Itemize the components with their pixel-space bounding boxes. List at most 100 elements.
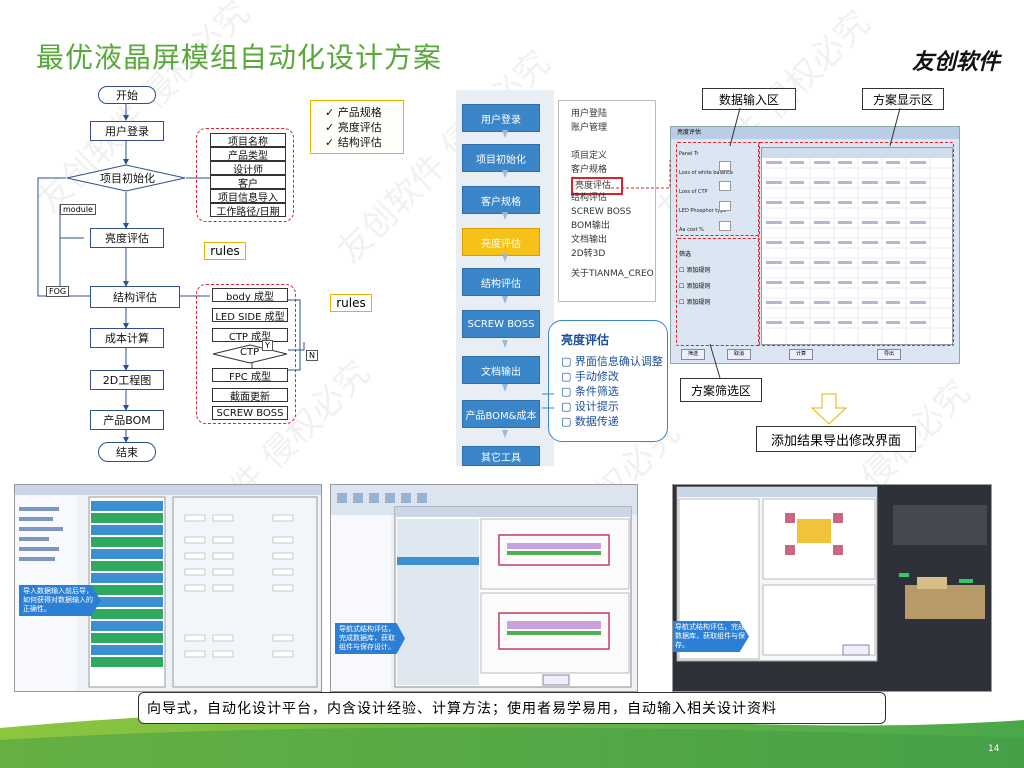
menu-item[interactable]: 账户管理 (571, 123, 608, 133)
filter-label: 筛选 (679, 251, 692, 258)
screenshot-data-input-illustration (15, 485, 321, 691)
annotation-arrows (606, 107, 901, 425)
rules-tag: rules (330, 294, 372, 312)
dialog-filter-labels: 筛选 ☐ 添加规则 ☐ 添加规则 ☐ 添加规则 (679, 247, 749, 311)
brightness-panel-title: 亮度评估 (561, 333, 610, 347)
data-input-label: 数据输入区 (702, 88, 796, 110)
nav-arrows (502, 130, 508, 438)
menu-item[interactable]: 项目定义 (571, 151, 608, 161)
filter-button[interactable]: 筛选 (681, 349, 705, 360)
init-item: 工作路径/日期 (210, 203, 286, 218)
nav-init-button[interactable]: 项目初始化 (462, 144, 540, 172)
screenshot-structure: 导航式结构评估，完成数据库，获取组件与保存设计。 (330, 484, 638, 692)
flow-brightness: 亮度评估 (90, 228, 164, 248)
annotation-arrow: 导航式结构评估，完成数据库，获取组件与保存设计。 (335, 623, 405, 654)
panel-connector (542, 393, 554, 409)
data-input-region (676, 142, 760, 236)
no-label: N (306, 350, 318, 361)
input-label: Aa cost % (679, 227, 704, 233)
init-item: 项目名称 (210, 133, 286, 148)
flow-login: 用户登录 (90, 121, 164, 141)
calculate-button[interactable]: 计算 (789, 349, 813, 360)
scheme-filter-region (676, 238, 760, 346)
nav-brightness-button[interactable]: 亮度评估 (462, 228, 540, 256)
brightness-item: ▢ 界面信息确认调整 (561, 355, 663, 368)
flow-structure: 结构评估 (90, 286, 180, 308)
yes-label: Y (262, 340, 273, 351)
page-number: 14 (988, 744, 1000, 754)
scheme-filter-label: 方案筛选区 (680, 378, 762, 402)
input-label: Panel Tr (679, 151, 699, 157)
flow-2d-drawing: 2D工程图 (90, 370, 164, 390)
checklist-item: ✓ 亮度评估 (325, 121, 382, 134)
nav-bom-cost-button[interactable]: 产品BOM&成本 (462, 400, 540, 428)
scheme-display-label: 方案显示区 (862, 88, 944, 110)
filter-rule[interactable]: ☐ 添加规则 (679, 299, 711, 306)
annotation-arrow: 导入数据输入前后导，如何获得对数据输入的正确性。 (19, 585, 101, 616)
menu-item[interactable]: SCREW BOSS (571, 207, 632, 217)
slide-title: 最优液晶屏模组自动化设计方案 (36, 41, 443, 74)
structure-item: FPC 成型 (212, 368, 288, 383)
filter-rule[interactable]: ☐ 添加规则 (679, 267, 711, 274)
nav-login-button[interactable]: 用户登录 (462, 104, 540, 132)
dialog-input-labels: Panel Tr Loss of white balance Loss of C… (679, 145, 749, 335)
cancel-button[interactable]: 取消 (727, 349, 751, 360)
export-result-label: 添加结果导出修改界面 (756, 426, 916, 452)
dialog-titlebar: 亮度评估 (671, 127, 959, 139)
dialog-input[interactable] (719, 221, 731, 231)
input-label: LED Phosphor type (679, 208, 727, 214)
nav-screw-boss-button[interactable]: SCREW BOSS (462, 310, 540, 338)
menu-item[interactable]: 2D转3D (571, 249, 606, 259)
brightness-item: ▢ 手动修改 (561, 370, 619, 383)
brightness-item: ▢ 设计提示 (561, 400, 619, 413)
menu-item[interactable]: 文档输出 (571, 235, 608, 245)
menu-item[interactable]: 客户规格 (571, 165, 608, 175)
rules-tag: rules (204, 242, 246, 260)
init-item: 项目信息导入 (210, 189, 286, 204)
export-button[interactable]: 导出 (877, 349, 901, 360)
result-table-grid (762, 148, 952, 344)
flow-start: 开始 (98, 86, 156, 104)
nav-doc-output-button[interactable]: 文档输出 (462, 356, 540, 384)
spec-checklist: ✓ 产品规格 ✓ 亮度评估 ✓ 结构评估 (310, 100, 404, 154)
nav-customer-spec-button[interactable]: 客户规格 (462, 186, 540, 214)
result-table (761, 147, 953, 345)
structure-item: CTP 成型 (212, 328, 288, 343)
init-item: 设计师 (210, 161, 286, 176)
filter-rule[interactable]: ☐ 添加规则 (679, 283, 711, 290)
checklist-item: ✓ 产品规格 (325, 106, 382, 119)
fog-tag: FOG (46, 286, 70, 297)
nav-other-tools-button[interactable]: 其它工具 (462, 446, 540, 466)
summary-caption: 向导式，自动化设计平台，内含设计经验、计算方法；使用者易学易用，自动输入相关设计… (138, 692, 886, 724)
scheme-display-region (758, 142, 954, 346)
structure-item: LED SIDE 成型 (212, 308, 288, 323)
flow-init-diamond (66, 164, 186, 192)
dialog-input[interactable] (719, 201, 731, 211)
checklist-item: ✓ 结构评估 (325, 136, 382, 149)
flow-bom: 产品BOM (90, 410, 164, 430)
screenshot-structure-illustration (331, 485, 637, 691)
nav-structure-button[interactable]: 结构评估 (462, 268, 540, 296)
flow-init: 项目初始化 (100, 172, 155, 185)
structure-item: body 成型 (212, 288, 288, 303)
menu-item[interactable]: 结构评估 (571, 193, 608, 203)
structure-item: 截面更新 (212, 388, 288, 403)
module-tag: module (60, 204, 96, 215)
ctp-decision: CTP (240, 347, 260, 358)
menu-item[interactable]: 用户登陆 (571, 109, 608, 119)
flow-end: 结束 (98, 442, 156, 462)
brightness-dialog: 亮度评估 Panel Tr Loss of white balance Loss… (670, 126, 960, 364)
flow-cost: 成本计算 (90, 328, 164, 348)
input-label: Loss of CTP (679, 189, 708, 195)
brightness-panel: 亮度评估 ▢ 界面信息确认调整 ▢ 手动修改 ▢ 条件筛选 ▢ 设计提示 ▢ 数… (548, 320, 668, 442)
app-nav: 用户登录 项目初始化 客户规格 亮度评估 结构评估 SCREW BOSS 文档输… (462, 92, 542, 466)
menu-item-brightness-selected[interactable]: 亮度评估 (571, 177, 624, 195)
dialog-input[interactable] (719, 161, 731, 171)
dialog-input[interactable] (719, 181, 731, 191)
menu-item[interactable]: BOM输出 (571, 221, 610, 231)
structure-items-group (196, 284, 296, 424)
brightness-item: ▢ 条件筛选 (561, 385, 619, 398)
structure-item: SCREW BOSS (212, 406, 288, 420)
menu-item[interactable]: 关于TIANMA_CREO (571, 269, 654, 279)
